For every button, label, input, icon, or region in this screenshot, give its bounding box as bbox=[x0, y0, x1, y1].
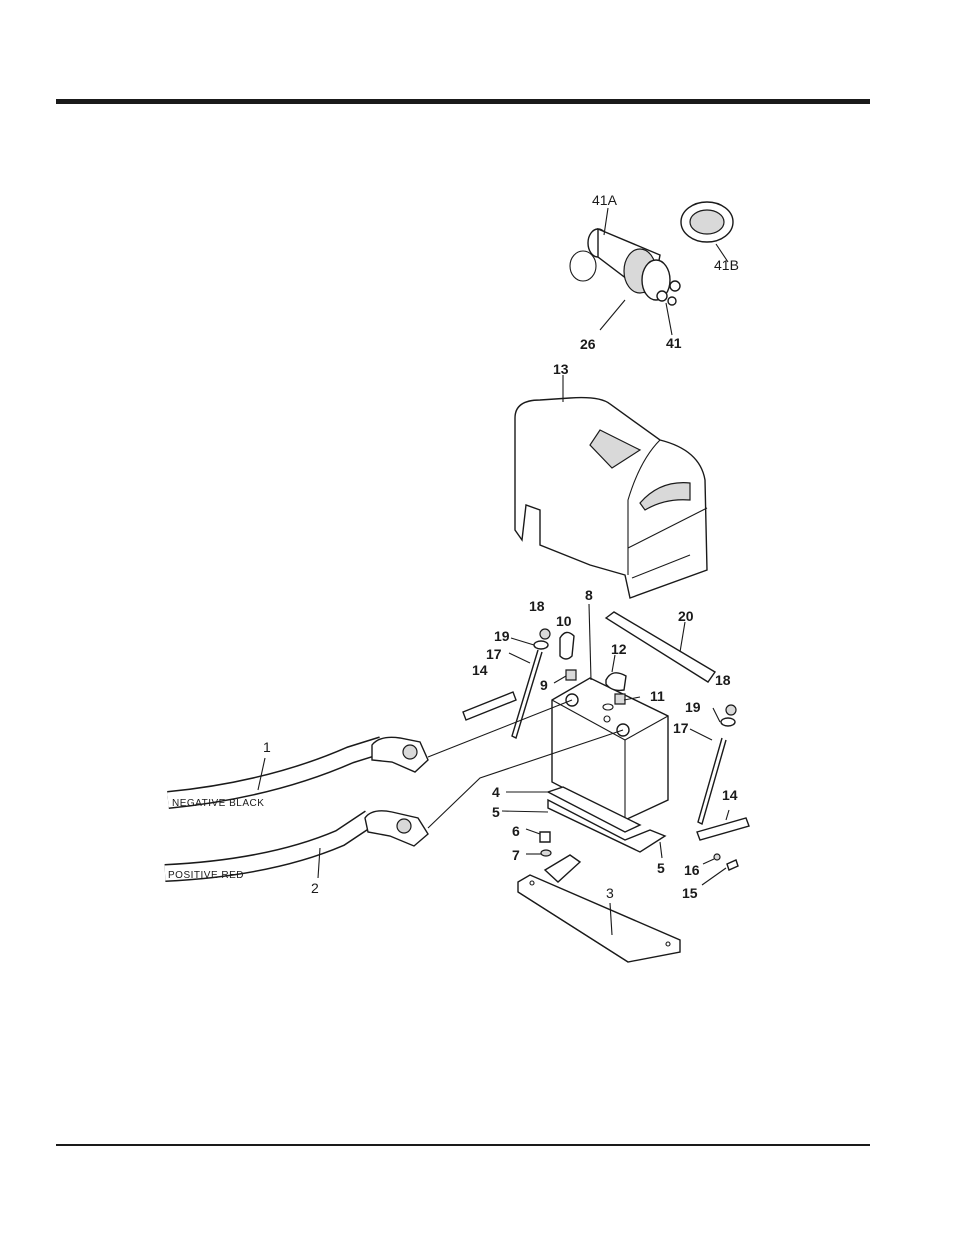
bolt-6 bbox=[540, 832, 550, 842]
callout-13: 13 bbox=[553, 361, 569, 377]
rod-17-left bbox=[512, 650, 542, 738]
cable-negative-1 bbox=[168, 737, 428, 800]
callout-9: 9 bbox=[540, 677, 548, 693]
bolt-15 bbox=[727, 860, 738, 870]
callout-6: 6 bbox=[512, 823, 520, 839]
callout-41a: 41A bbox=[592, 192, 618, 208]
lanyard-ring bbox=[570, 251, 596, 281]
callout-5-left: 5 bbox=[492, 804, 500, 820]
washer-7 bbox=[541, 850, 551, 856]
terminal-cover-10 bbox=[560, 632, 574, 659]
callout-5-right: 5 bbox=[657, 860, 665, 876]
cable-positive-2 bbox=[165, 811, 428, 873]
bracket-14-left bbox=[463, 692, 516, 720]
callout-19-right: 19 bbox=[685, 699, 701, 715]
nut-18-right bbox=[726, 705, 736, 715]
bracket-14-right bbox=[697, 818, 749, 840]
plug-assembly bbox=[570, 202, 733, 305]
terminal-cover-12 bbox=[606, 673, 626, 691]
washer-16 bbox=[714, 854, 720, 860]
callout-18-right: 18 bbox=[715, 672, 731, 688]
callout-3: 3 bbox=[606, 885, 614, 901]
callout-14-left: 14 bbox=[472, 662, 488, 678]
callout-41: 41 bbox=[666, 335, 682, 351]
pin-41a bbox=[657, 291, 667, 301]
cable-label-positive: POSITIVE RED bbox=[168, 870, 244, 881]
callout-8: 8 bbox=[585, 587, 593, 603]
callout-7: 7 bbox=[512, 847, 520, 863]
callout-20: 20 bbox=[678, 608, 694, 624]
callout-4: 4 bbox=[492, 784, 500, 800]
clamp-negative bbox=[372, 737, 428, 772]
callout-2: 2 bbox=[311, 880, 319, 896]
clamp-positive bbox=[365, 811, 428, 846]
lead-negative bbox=[428, 700, 572, 757]
nut-18-left bbox=[540, 629, 550, 639]
rod-17-right bbox=[698, 738, 726, 824]
callout-17-right: 17 bbox=[673, 720, 689, 736]
washer-19-left bbox=[534, 641, 548, 649]
battery-tray-3 bbox=[518, 855, 680, 962]
callout-12: 12 bbox=[611, 641, 627, 657]
callout-18-left: 18 bbox=[529, 598, 545, 614]
battery-cover-13 bbox=[515, 398, 707, 598]
callout-10: 10 bbox=[556, 613, 572, 629]
terminal-bolt-11 bbox=[615, 694, 625, 704]
callout-11: 11 bbox=[650, 688, 665, 704]
callout-14-right: 14 bbox=[722, 787, 738, 803]
cap-ring-inner bbox=[690, 210, 724, 234]
callout-26: 26 bbox=[580, 336, 596, 352]
callout-15: 15 bbox=[682, 885, 698, 901]
pin-41b bbox=[670, 281, 680, 291]
callout-1: 1 bbox=[263, 739, 271, 755]
callout-41b: 41B bbox=[714, 257, 739, 273]
pin-41c bbox=[668, 297, 676, 305]
callout-17-left: 17 bbox=[486, 646, 502, 662]
washer-19-right bbox=[721, 718, 735, 726]
terminal-bolt-9 bbox=[566, 670, 576, 680]
cable-label-negative: NEGATIVE BLACK bbox=[172, 798, 264, 809]
callout-16: 16 bbox=[684, 862, 700, 878]
callout-19-left: 19 bbox=[494, 628, 510, 644]
